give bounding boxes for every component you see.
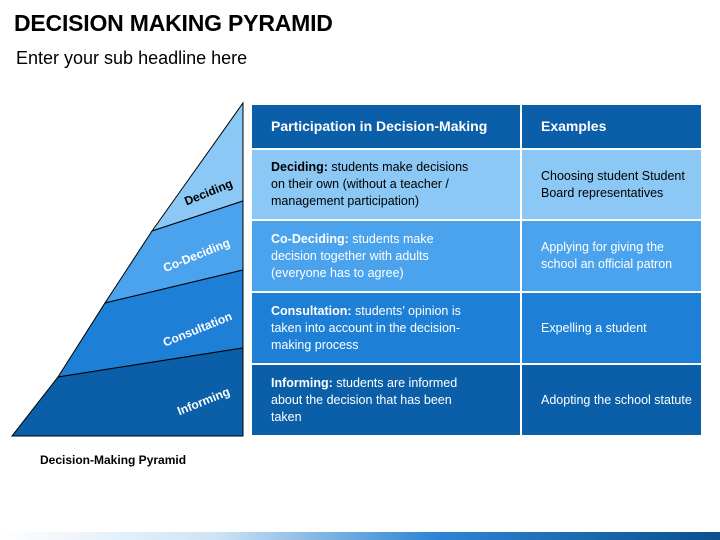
example-cell-deciding: Choosing student Student Board represent… [521,149,702,220]
footer-gradient-bar [0,532,720,540]
table-row-co-deciding: Co-Deciding: students make decision toge… [251,220,521,292]
example-text: Expelling a student [541,320,647,335]
example-text: Adopting the school statute [541,392,692,407]
row-term: Informing: [271,375,333,390]
decision-pyramid: Deciding Co-Deciding Consultation Inform… [10,101,244,437]
row-description: Deciding: students make decisions on the… [271,159,481,210]
row-term: Deciding: [271,160,328,174]
example-cell-informing: Adopting the school statute [521,364,702,436]
examples-header-label: Examples [541,118,607,134]
row-desc: students make decisions on their own (wi… [271,160,469,208]
row-term: Consultation: [271,303,352,318]
table-row-consultation: Consultation: students’ opinion is taken… [251,292,521,364]
row-description: Co-Deciding: students make decision toge… [271,231,481,282]
table-row-deciding: Deciding: students make decisions on the… [251,149,521,220]
pyramid-caption: Decision-Making Pyramid [40,453,187,467]
row-term: Co-Deciding: [271,231,349,246]
row-desc: students are informed about the decision… [271,375,458,424]
example-cell-consultation: Expelling a student [521,292,702,364]
page-title: DECISION MAKING PYRAMID [14,10,333,36]
pyramid-tier-informing [10,347,244,437]
page-subtitle: Enter your sub headline here [16,48,248,68]
examples-column-header: Examples [521,104,702,149]
participation-header-label: Participation in Decision-Making [271,118,488,134]
row-description: Consultation: students’ opinion is taken… [271,303,481,354]
row-desc: students’ opinion is taken into account … [271,303,461,352]
row-desc: students make decision together with adu… [271,231,434,280]
example-text: Choosing student Student Board represent… [541,168,685,200]
example-cell-co-deciding: Applying for giving the school an offici… [521,220,702,292]
participation-column-header: Participation in Decision-Making [251,104,521,149]
row-description: Informing: students are informed about t… [271,375,481,426]
example-text: Applying for giving the school an offici… [541,240,673,271]
table-row-informing: Informing: students are informed about t… [251,364,521,436]
